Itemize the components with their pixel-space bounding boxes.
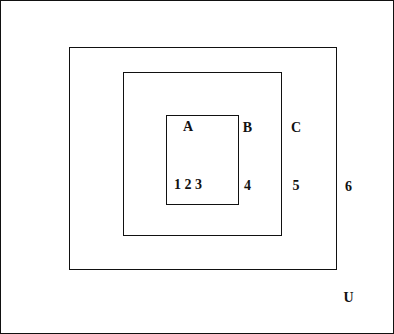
set-b: B 4 A 1 2 3: [123, 72, 282, 236]
set-name: C: [291, 121, 301, 135]
set-element: 5: [293, 179, 300, 193]
set-c: C 5 B 4 A 1 2 3: [69, 47, 337, 270]
set-name: A: [183, 120, 193, 134]
set-name: U: [343, 291, 353, 305]
set-element: 4: [244, 179, 251, 193]
set-element: 6: [345, 180, 352, 194]
set-element: 1 2 3: [174, 178, 202, 192]
set-name: B: [243, 121, 252, 135]
set-a: A 1 2 3: [166, 115, 239, 205]
